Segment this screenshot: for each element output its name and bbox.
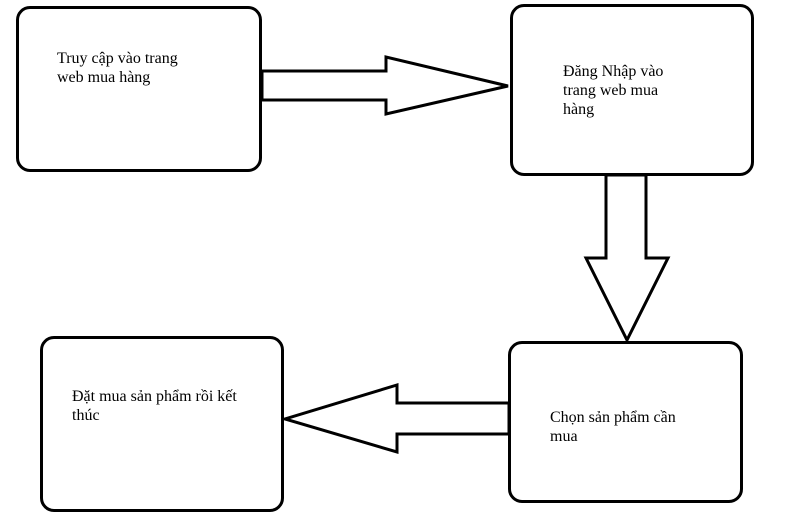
node-login-box	[510, 4, 754, 176]
arrow-login-to-choose	[583, 173, 671, 344]
node-choose-box	[508, 341, 743, 503]
node-order-label: Đặt mua sản phẩm rồi kết thúc	[72, 388, 237, 424]
arrow-access-to-login	[260, 55, 509, 116]
node-choose-label: Chọn sản phẩm cần mua	[550, 409, 676, 445]
node-access-label: Truy cập vào trang web mua hàng	[57, 50, 178, 86]
arrow-choose-to-order	[279, 382, 511, 455]
node-login-label: Đăng Nhập vào trang web mua hàng	[563, 63, 664, 118]
node-access-box	[16, 6, 262, 172]
node-order-box	[40, 336, 284, 512]
